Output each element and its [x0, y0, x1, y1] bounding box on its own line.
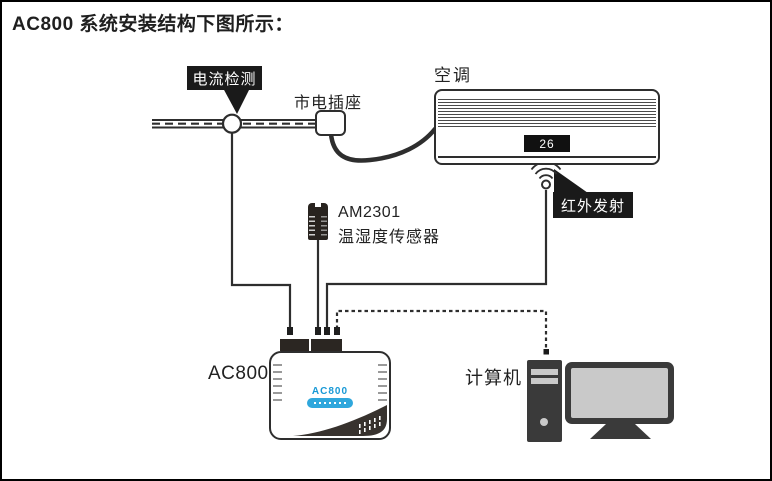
sensor-model-label: AM2301: [338, 204, 401, 221]
computer-wire-end-dot: [543, 349, 549, 355]
ac800-logo-text: AC800: [311, 386, 349, 397]
ac800-corner-wedge: [293, 405, 387, 436]
ir-emit-callout: 红外发射: [553, 192, 633, 218]
monitor-stand: [590, 424, 651, 439]
current-callout-tail: [223, 88, 250, 114]
current-detection-callout: 电流检测: [187, 66, 262, 90]
mains-socket: [315, 110, 346, 136]
ac-flap-line: [438, 156, 656, 158]
ac800-logo-pill-text: [314, 402, 346, 404]
tower-drive-slot: [531, 378, 558, 384]
computer-wire-dashed: [335, 309, 548, 350]
computer-monitor: [565, 362, 674, 424]
page-title: AC800 系统安装结构下图所示：: [12, 14, 294, 35]
wire-terminals: [287, 327, 340, 335]
ir-wire: [325, 190, 548, 329]
computer-label: 计算机: [465, 368, 522, 388]
tower-power-button: [540, 418, 548, 426]
tower-drive-slot: [531, 369, 558, 375]
am2301-sensor: [308, 203, 328, 240]
sensor-grille-right: [321, 216, 327, 237]
ir-callout-tail: [554, 169, 588, 193]
air-conditioner: 26: [434, 89, 660, 165]
ac800-terminal-block-right: [311, 339, 342, 351]
current-wire: [230, 133, 292, 329]
ac800-logo-pill: [307, 398, 353, 408]
ac800-label: AC800: [208, 363, 269, 384]
socket-cable: [328, 126, 438, 163]
mains-socket-label: 市电插座: [294, 95, 363, 112]
current-clamp-icon: [221, 113, 243, 134]
ac800-device: AC800: [269, 351, 391, 440]
monitor-screen: [571, 368, 668, 418]
ac800-vents-left: [273, 364, 282, 401]
sensor-grille-left: [309, 216, 315, 237]
ac-vent-grille: [438, 99, 656, 127]
ac800-terminal-block-left: [280, 339, 309, 351]
air-conditioner-label: 空调: [434, 66, 472, 85]
sensor-notch: [315, 203, 321, 207]
ac-temperature-display: 26: [524, 135, 570, 152]
ac800-vents-right: [378, 364, 387, 401]
computer-tower: [527, 360, 562, 442]
sensor-type-label: 温湿度传感器: [338, 229, 441, 246]
